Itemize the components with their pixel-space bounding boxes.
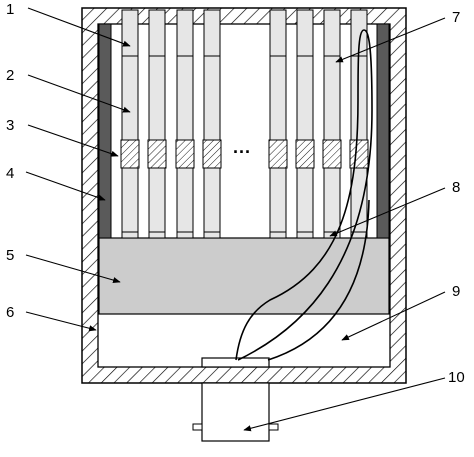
rod <box>268 9 288 239</box>
callout-8: 8 <box>452 179 461 196</box>
sample-band <box>175 139 195 169</box>
base-block <box>98 237 390 315</box>
callout-4: 4 <box>6 165 15 182</box>
rod <box>202 9 222 239</box>
callout-2: 2 <box>6 67 15 84</box>
sample-band <box>268 139 288 169</box>
heater-wall-left <box>98 23 112 239</box>
callout-6: 6 <box>6 304 15 321</box>
sample-band <box>120 139 140 169</box>
rod <box>349 9 369 239</box>
sample-band <box>147 139 167 169</box>
sample-band <box>295 139 315 169</box>
callout-10: 10 <box>448 369 465 386</box>
leader-lines <box>25 7 446 432</box>
external-unit <box>192 382 279 442</box>
callout-9: 9 <box>452 283 461 300</box>
sample-band <box>349 139 369 169</box>
callout-3: 3 <box>6 117 15 134</box>
callout-5: 5 <box>6 247 15 264</box>
rod <box>322 9 342 239</box>
sample-band <box>322 139 342 169</box>
rod <box>120 9 140 239</box>
heater-wall-right <box>376 23 390 239</box>
callout-1: 1 <box>6 1 15 18</box>
rod-array <box>120 9 369 239</box>
rod <box>295 9 315 239</box>
sample-band <box>202 139 222 169</box>
rod <box>147 9 167 239</box>
wire-outer <box>235 29 373 361</box>
wire-inner <box>267 199 370 361</box>
rod <box>175 9 195 239</box>
ellipsis-label: ... <box>233 137 252 157</box>
callout-7: 7 <box>452 9 461 26</box>
